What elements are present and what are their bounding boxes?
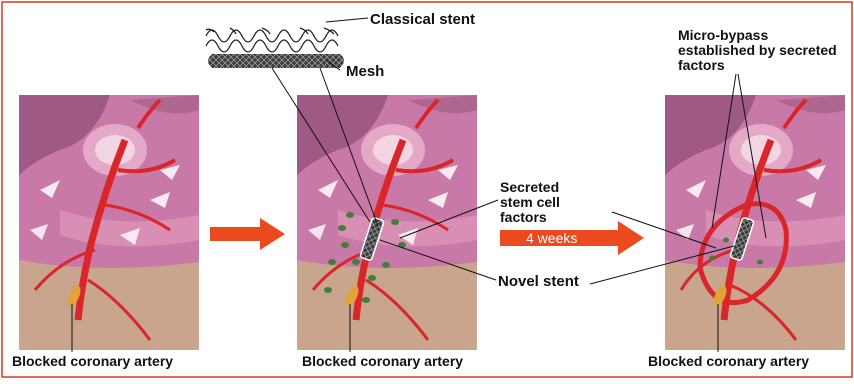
micro-bypass-label: Micro-bypass established by secreted fac… <box>678 27 841 73</box>
mesh-label: Mesh <box>346 63 384 80</box>
blocked-artery-label-3: Blocked coronary artery <box>648 353 809 369</box>
four-weeks-label: 4 weeks <box>526 230 577 246</box>
arrow-right-icon <box>210 218 285 250</box>
heart-panel-3 <box>665 95 845 350</box>
blocked-artery-label-2: Blocked coronary artery <box>302 353 463 369</box>
secreted-factors-label: Secreted stem cell factors <box>500 179 564 225</box>
heart-panel-1 <box>19 95 199 350</box>
classical-stent-label: Classical stent <box>370 11 475 28</box>
heart-panel-2 <box>297 95 477 350</box>
mesh-icon <box>208 54 344 68</box>
blocked-artery-label-1: Blocked coronary artery <box>12 353 173 369</box>
stent-icon <box>206 28 338 52</box>
novel-stent-label: Novel stent <box>498 273 579 290</box>
